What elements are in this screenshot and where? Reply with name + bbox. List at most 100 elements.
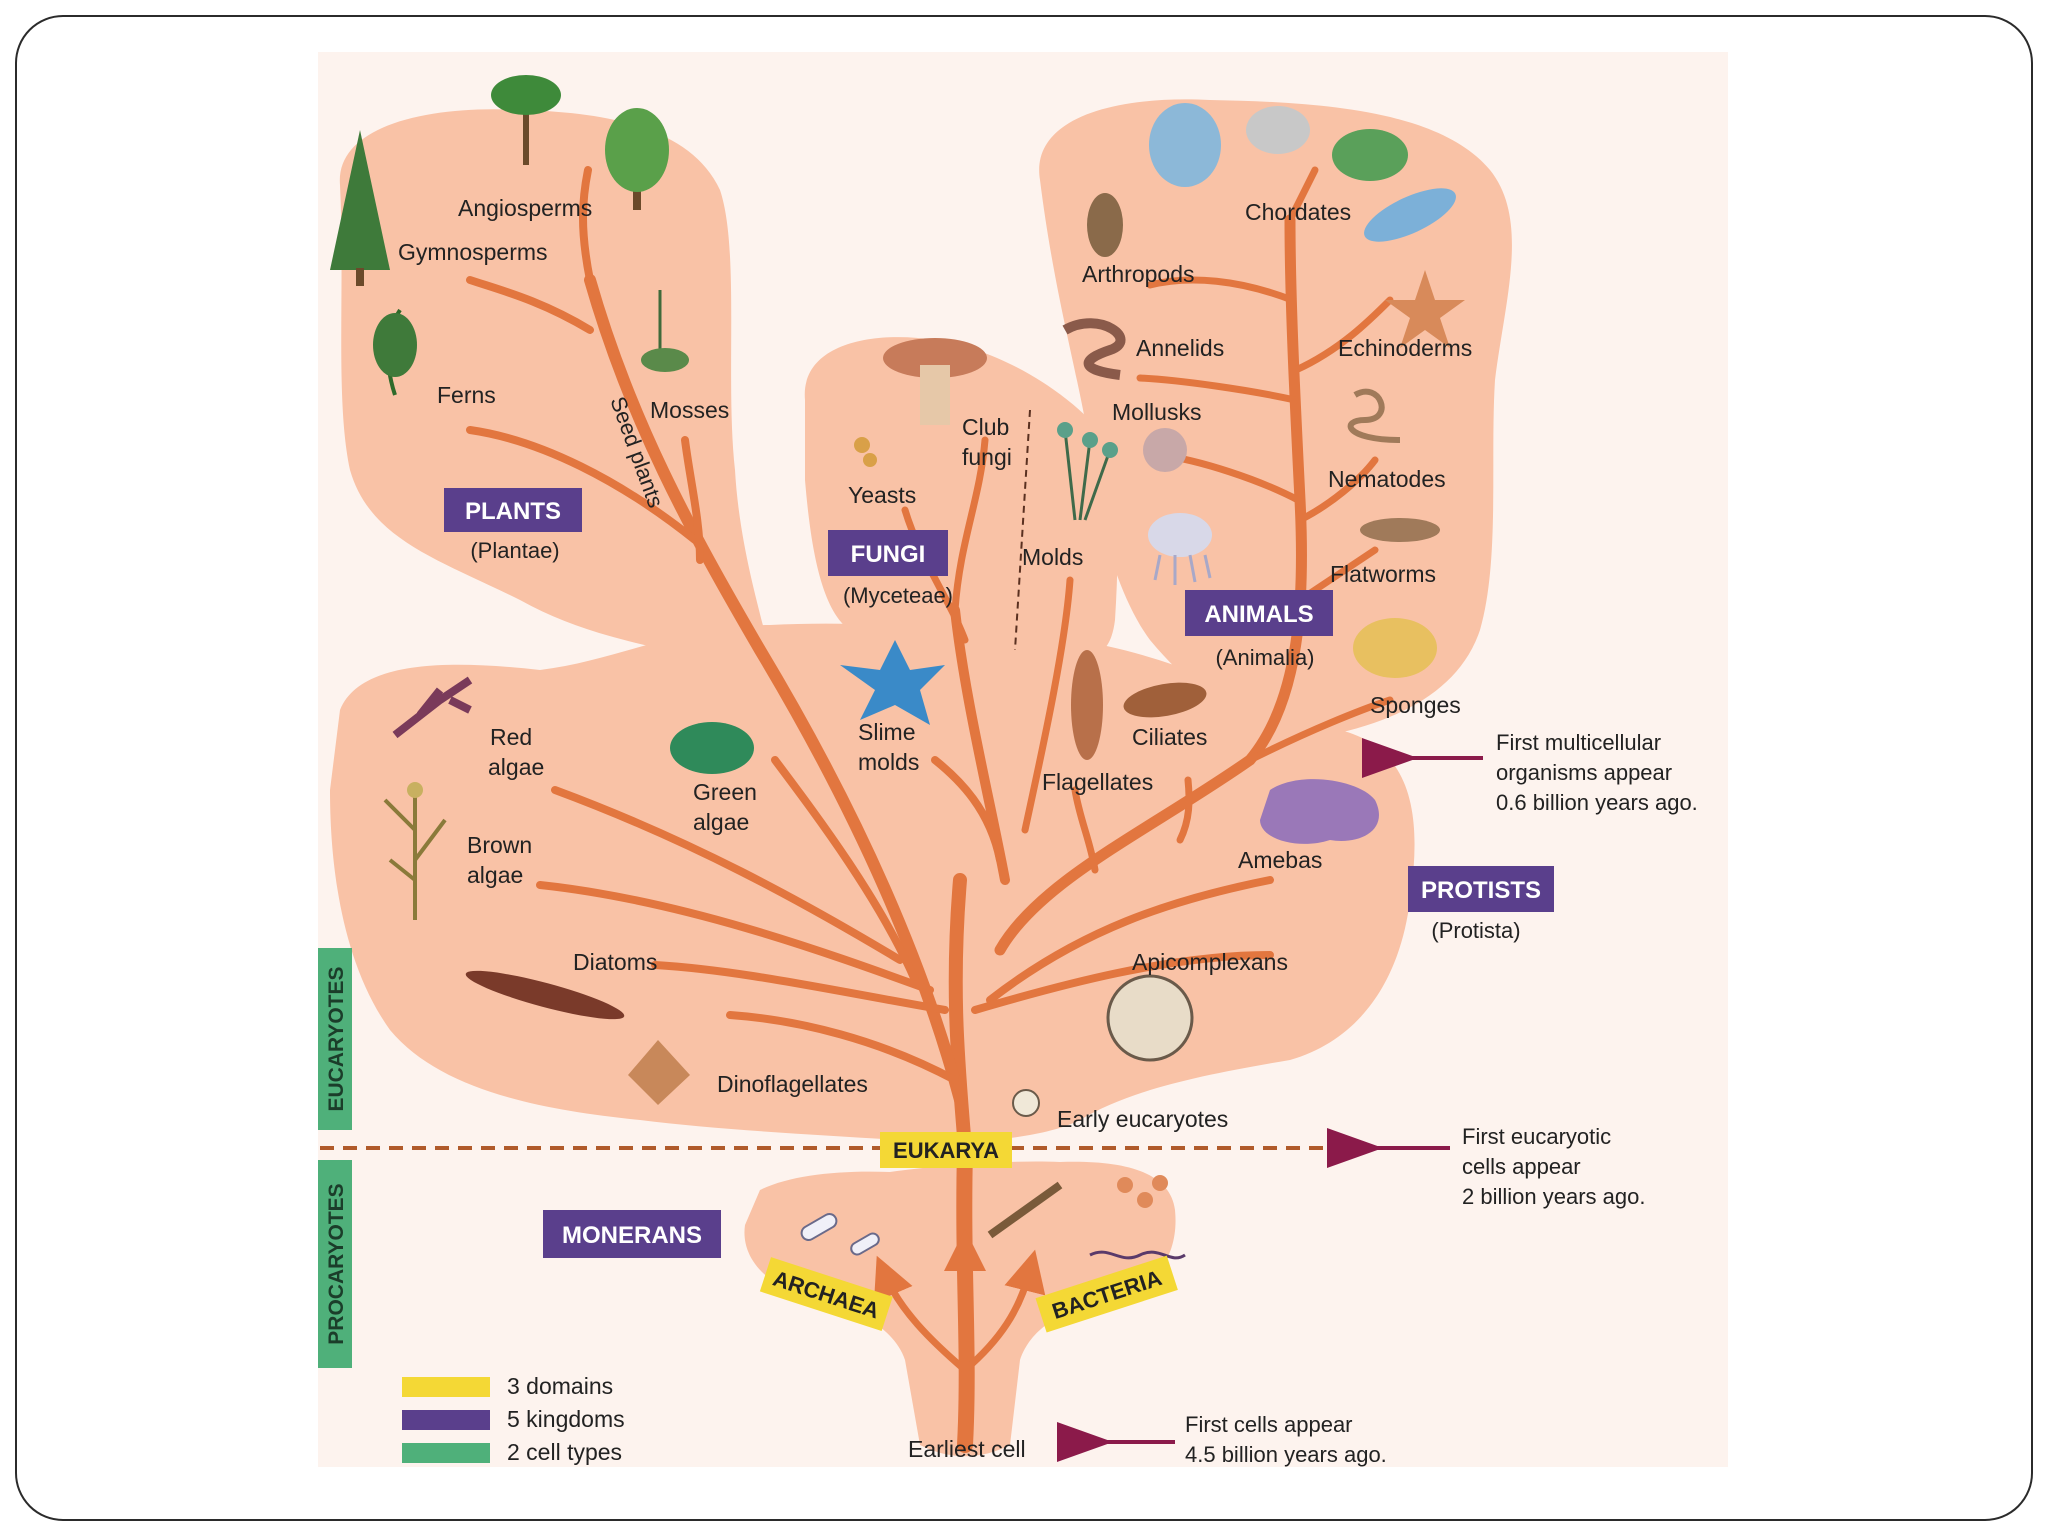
nematode-icon [1347,388,1401,443]
worm-icon [1062,318,1126,380]
timeline-first-cells: First cells appear 4.5 billion years ago… [1057,1412,1387,1467]
bird-icon [1149,103,1221,187]
red-algae-icon [392,676,473,739]
branch-ferns [466,426,699,544]
fern-icon [373,308,417,396]
kingdom-monerans-label: MONERANS [562,1222,702,1249]
label-slime-molds-line2: molds [858,749,919,775]
kingdom-plants-latin: (Plantae) [470,538,559,563]
branch-flagellates [1071,786,1099,874]
kingdom-animals-label: ANIMALS [1204,601,1313,628]
bacteria-icon [987,1175,1186,1260]
note-eucaryotic-line2: cells appear [1462,1154,1581,1179]
mushroom-icon [883,338,987,425]
label-diatoms: Diatoms [573,949,657,975]
domain-eukarya-label: EUKARYA [893,1138,999,1163]
kingdom-animals: ANIMALS (Animalia) [1185,590,1333,670]
brown-algae-icon [383,782,447,920]
label-flagellates: Flagellates [1042,769,1153,795]
dinoflagellate-icon [628,1040,690,1105]
kingdom-protists-latin: (Protista) [1431,918,1520,943]
label-molds: Molds [1022,544,1083,570]
jellyfish-icon [1148,513,1212,585]
branch-arthropods [1146,276,1296,304]
branch-amebas [986,876,1274,1004]
branch-slime-molds [931,756,1004,864]
domain-eukarya: EUKARYA [880,1132,1012,1168]
label-mollusks: Mollusks [1112,399,1201,425]
domain-bacteria-box [1035,1255,1178,1333]
label-red-algae-line2: algae [488,754,544,780]
flagellate-icon [1071,650,1103,760]
label-flatworms: Flatworms [1330,561,1436,587]
sponge-icon [1353,618,1437,678]
label-amebas: Amebas [1238,847,1322,873]
legend-cell-types-label: 2 cell types [507,1439,622,1465]
label-club-fungi-line2: fungi [962,444,1012,470]
frog-icon [1332,129,1408,181]
insect-icon [1087,193,1123,257]
label-mosses: Mosses [650,397,729,423]
label-dinoflagellates: Dinoflagellates [717,1071,868,1097]
legend-cell-types-swatch [402,1443,490,1463]
label-nematodes: Nematodes [1328,466,1446,492]
branch-angiosperms [579,166,594,284]
branch-ciliates [1176,776,1193,844]
branch-plants-main [584,274,966,1106]
label-echinoderms: Echinoderms [1338,335,1472,361]
cell-type-eucaryotes-box [318,948,352,1130]
apicomplexan-icon [1106,974,1194,1062]
kingdom-monerans: MONERANS [543,1210,721,1258]
branch-club-fungi [951,436,989,614]
early-eucaryote-icon [1012,1089,1040,1117]
branch-nematodes [1296,456,1379,524]
label-angiosperms: Angiosperms [458,195,592,221]
animals-blob [1039,99,1512,736]
kingdom-protists-label: PROTISTS [1421,877,1541,904]
fungi-molds-divider [1014,409,1031,651]
kingdom-plants: PLANTS (Plantae) [444,488,582,563]
legend-domains-label: 3 domains [507,1373,613,1399]
ciliate-icon [1123,682,1207,718]
flatworm-icon [1360,518,1440,542]
branch-eukarya-trunk [948,873,972,1157]
label-brown-algae-line1: Brown [467,832,532,858]
gymnosperm-icon [330,130,390,286]
label-club-fungi-line1: Club [962,414,1009,440]
kingdom-plants-box [444,488,582,532]
note-multicellular-line3: 0.6 billion years ago. [1496,790,1698,815]
kingdom-protists: PROTISTS (Protista) [1408,866,1554,943]
domain-eukarya-box [880,1132,1012,1168]
branch-animals-main [994,214,1308,956]
note-multicellular-line2: organisms appear [1496,760,1672,785]
yeast-icon [854,437,877,467]
timeline-multicellular: First multicellular organisms appear 0.6… [1362,730,1698,815]
legend-kingdoms-label: 5 kingdoms [507,1406,625,1432]
legend-domains-swatch [402,1377,490,1397]
note-first-cells-line1: First cells appear [1185,1412,1353,1437]
cell-type-eucaryotes-label: EUCARYOTES [325,966,348,1111]
kingdom-fungi-latin: (Myceteae) [843,583,953,608]
label-ferns: Ferns [437,382,496,408]
branch-sponges [1246,696,1394,764]
branch-brown-algae [536,881,934,994]
kingdom-animals-latin: (Animalia) [1215,645,1314,670]
label-chordates: Chordates [1245,199,1351,225]
branch-annelids [1136,374,1299,404]
ameba-icon [1260,779,1379,844]
label-annelids: Annelids [1136,335,1224,361]
branch-green-algae [771,756,919,984]
kingdom-protists-box [1408,866,1554,912]
note-multicellular-line1: First multicellular [1496,730,1661,755]
branch-dinoflagellates [726,1011,959,1084]
branch-yeasts [901,506,969,644]
green-algae-icon [670,722,754,774]
branch-red-algae [551,786,904,964]
label-yeasts: Yeasts [848,482,916,508]
kingdom-plants-label: PLANTS [465,498,561,525]
kingdom-fungi-label: FUNGI [851,541,926,568]
label-earliest-cell: Earliest cell [908,1436,1026,1462]
snail-icon [1143,428,1187,472]
label-arthropods: Arthropods [1082,261,1195,287]
